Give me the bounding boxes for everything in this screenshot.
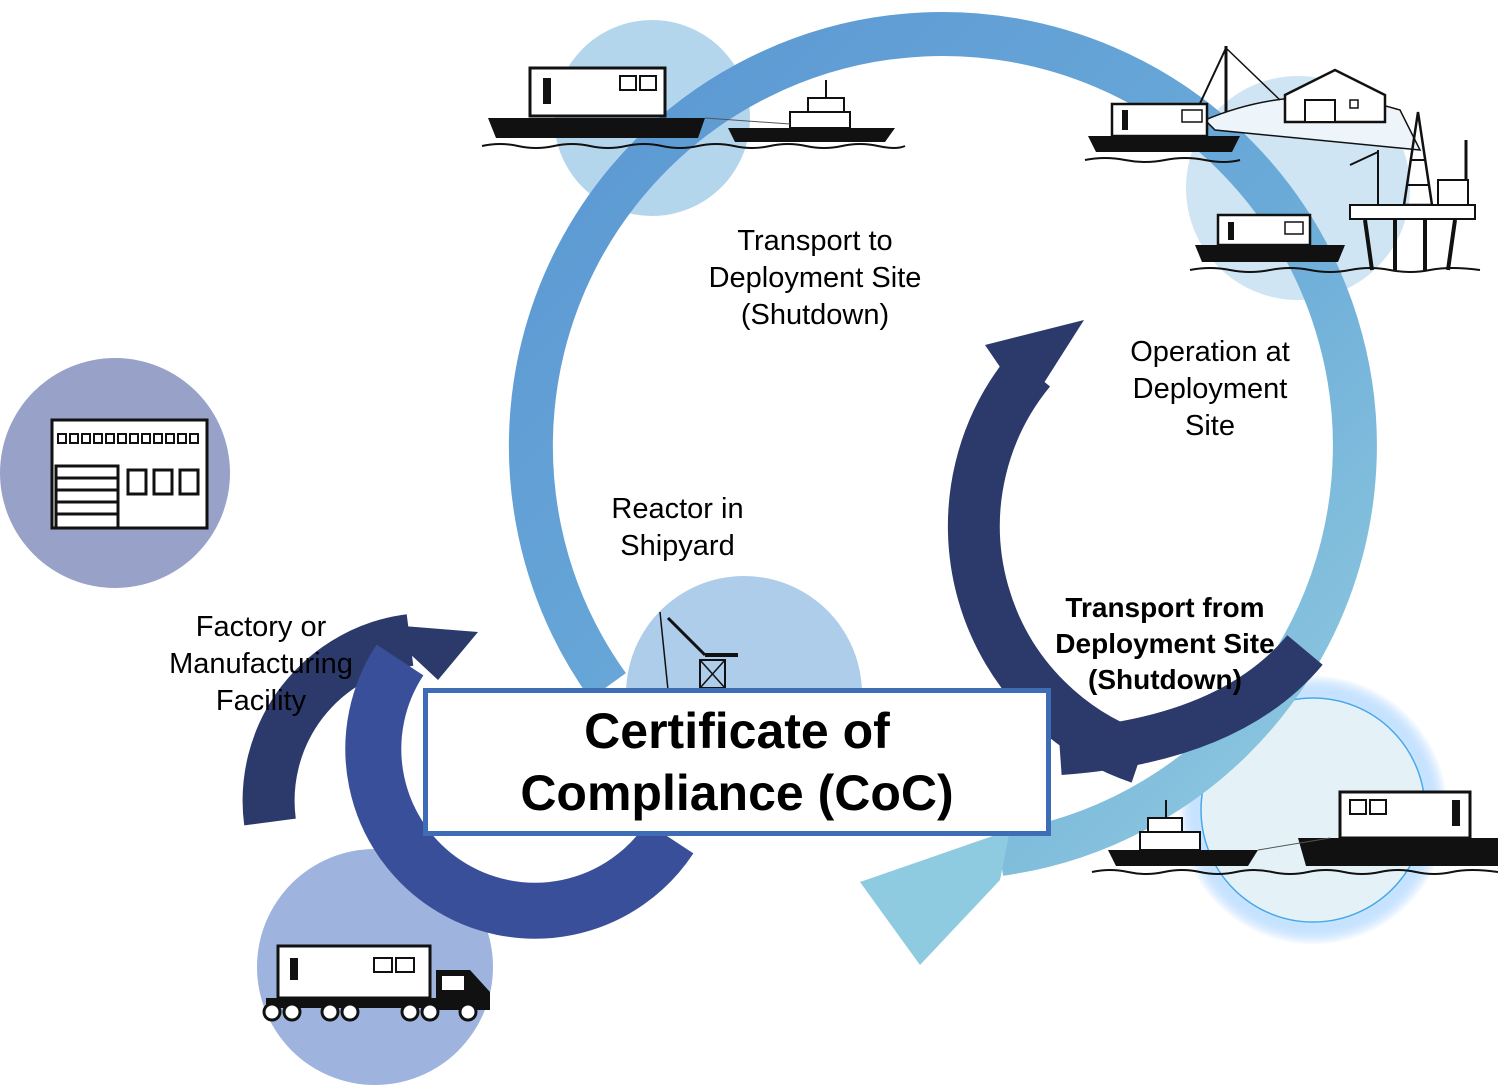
label-transport-to: Transport to Deployment Site (Shutdown) (708, 225, 922, 331)
return-barge-icon (1091, 790, 1498, 875)
operation-arc-tail (1058, 634, 1323, 775)
deployment-site-icon (1084, 46, 1481, 273)
truck-arc (345, 644, 694, 939)
operation-arc (947, 353, 1149, 783)
factory-arrowhead (378, 624, 478, 680)
outer-cycle-arrowhead (860, 830, 1010, 965)
label-factory: Factory or Manufacturing Facility (169, 611, 353, 717)
truck-icon (262, 944, 490, 1022)
label-operation: Operation at Deployment Site (1130, 336, 1290, 442)
operation-arrowhead (985, 320, 1084, 408)
factory-icon (50, 418, 209, 530)
coc-title: Certificate of Compliance (CoC) (520, 703, 954, 821)
label-reactor-shipyard: Reactor in Shipyard (611, 493, 744, 562)
coc-box: Certificate of Compliance (CoC) (423, 688, 1051, 836)
label-transport-from: Transport from Deployment Site (Shutdown… (1055, 592, 1275, 695)
barge-tug-icon (481, 66, 906, 149)
